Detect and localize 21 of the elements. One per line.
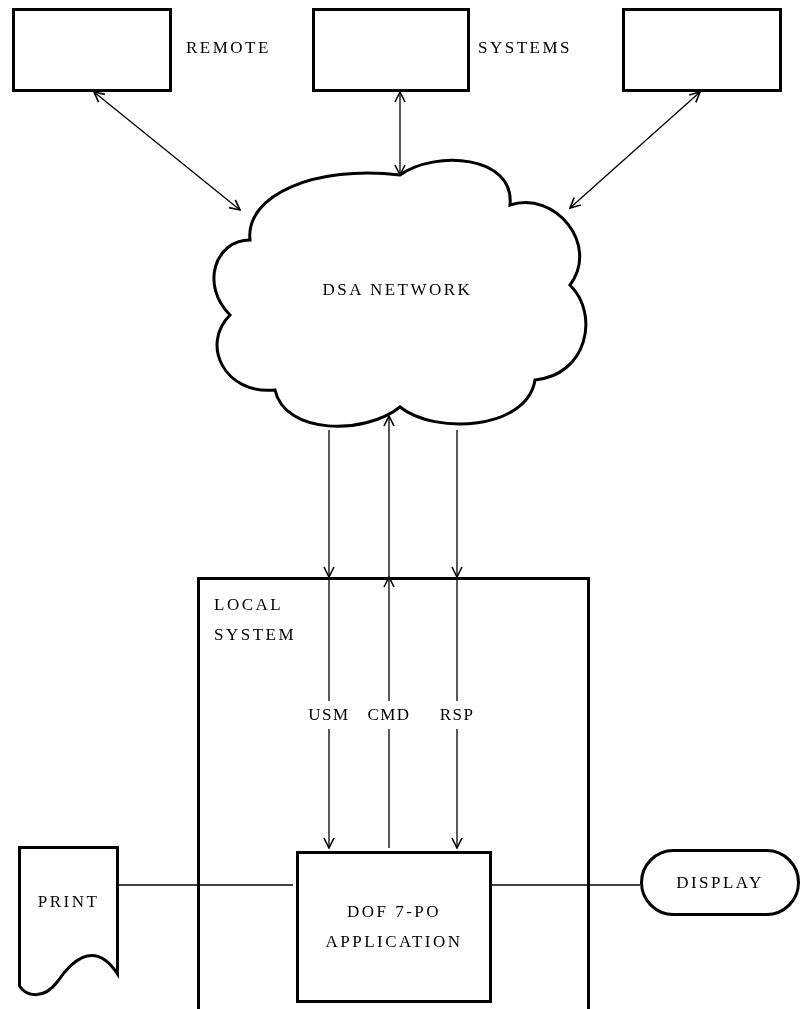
- edge-label: USM: [308, 701, 350, 729]
- connector-arrow: [383, 415, 395, 849]
- node-label: LOCAL SYSTEM: [214, 594, 298, 646]
- node-label: DOF 7-PO APPLICATION: [324, 901, 464, 953]
- process-box: [312, 8, 470, 92]
- edge-label: RSP: [439, 701, 475, 729]
- connector-arrow: [323, 429, 335, 849]
- connector-arrow: [93, 91, 241, 211]
- system-boundary-box: [197, 577, 590, 1009]
- terminal-shape: [640, 849, 800, 916]
- node-label: DSA NETWORK: [322, 279, 473, 302]
- process-box: [296, 851, 492, 1003]
- process-box: [622, 8, 782, 92]
- group-label: SYSTEMS: [478, 38, 573, 58]
- connector-arrow: [451, 429, 463, 849]
- node-label: DISPLAY: [676, 871, 764, 894]
- node-label: PRINT: [37, 891, 100, 914]
- group-label: REMOTE: [186, 38, 271, 58]
- edge-label: CMD: [367, 701, 411, 729]
- process-box: [12, 8, 172, 92]
- connector-arrow: [569, 91, 701, 209]
